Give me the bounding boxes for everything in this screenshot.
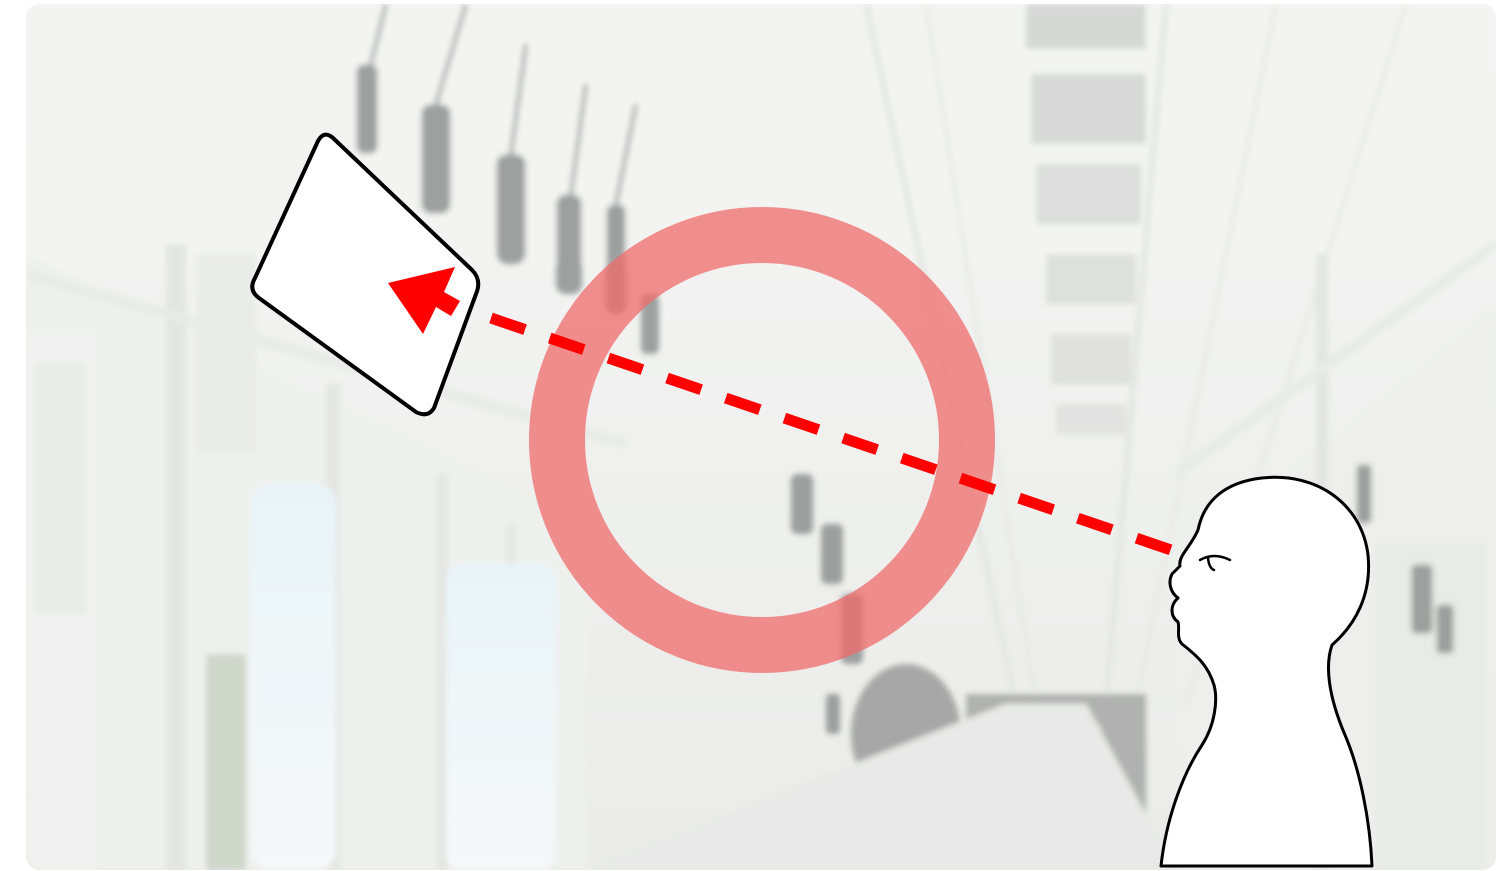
person-head-icon bbox=[1161, 477, 1372, 866]
highlight-ring bbox=[557, 235, 967, 645]
